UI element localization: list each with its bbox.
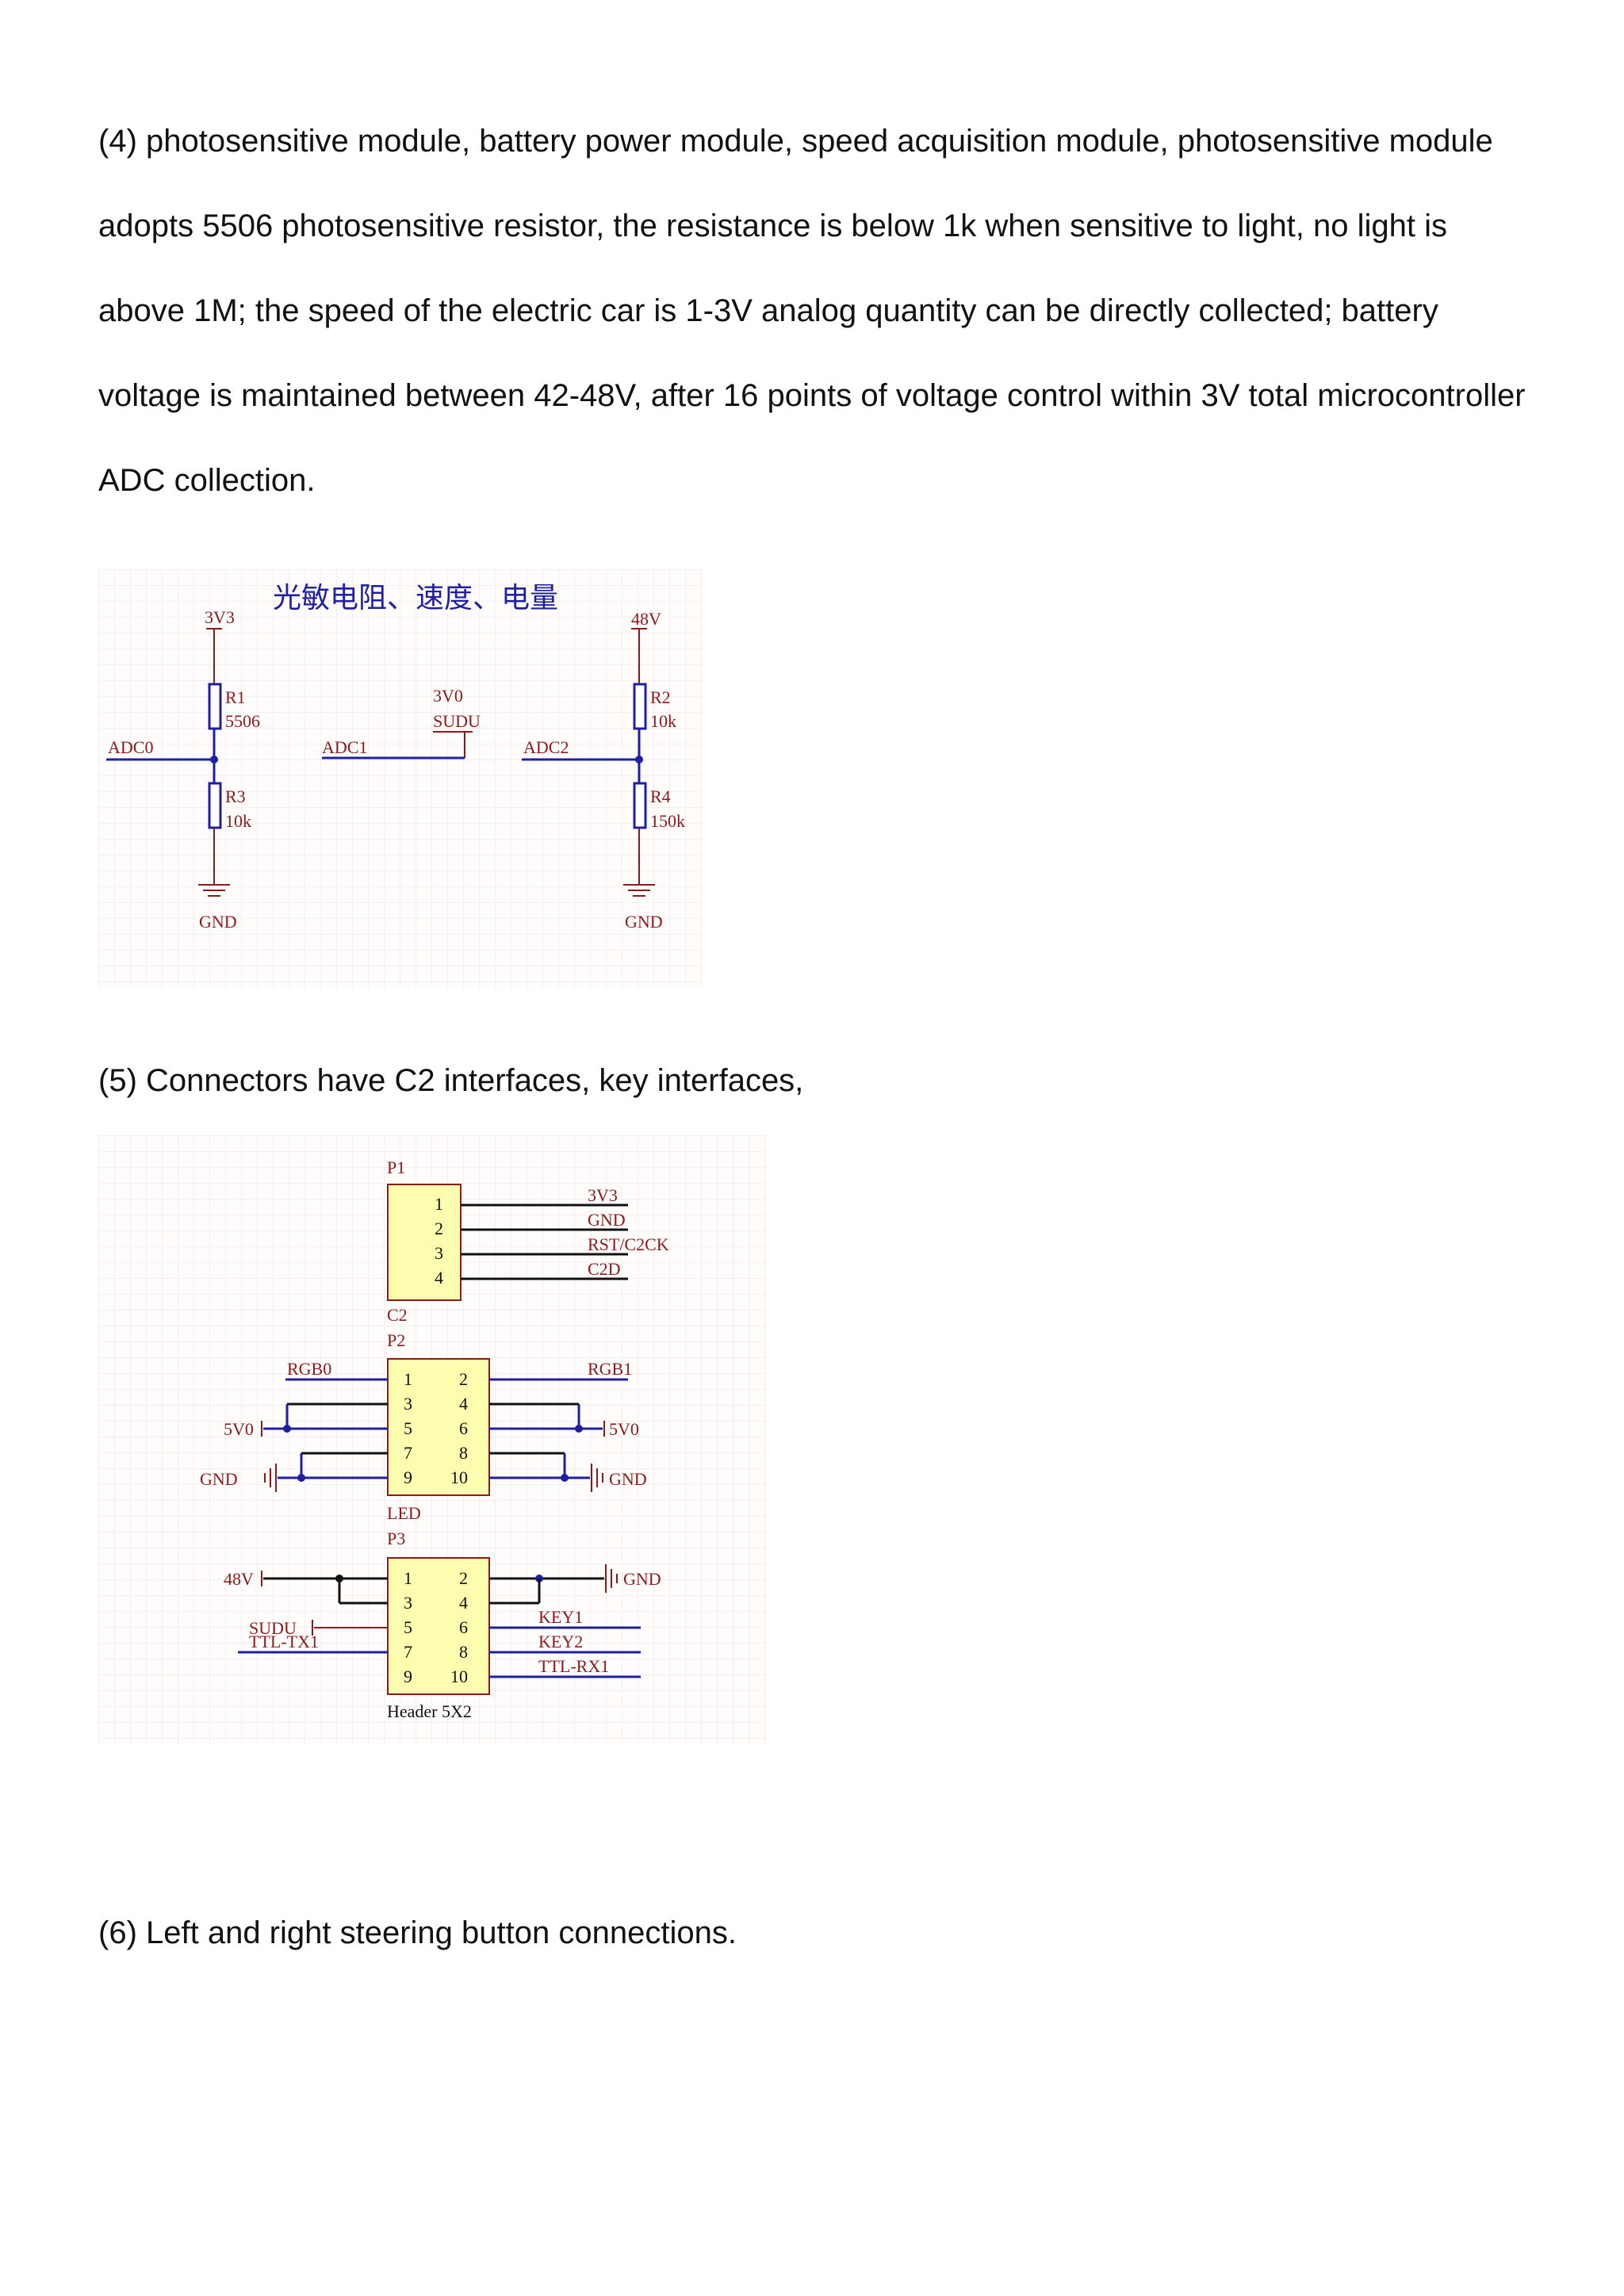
schematic-connectors: P1 1 2 3 4 3V3 GND RST/C2CK C2D C2 P2 1 … (98, 1135, 766, 1744)
p2-pin-10: 10 (450, 1468, 468, 1487)
p1-pin-3: 3 (435, 1243, 443, 1263)
p3-body (387, 1557, 490, 1695)
net-sudu-label: SUDU (433, 711, 481, 731)
junction-adc0 (210, 756, 218, 763)
paragraph-4: (4) photosensitive module, battery power… (98, 124, 1526, 498)
p2-pin-3: 3 (404, 1394, 412, 1414)
p2-net-5v0-left: 5V0 (224, 1419, 254, 1439)
net-adc0-label: ADC0 (108, 737, 153, 757)
p2-pin-9: 9 (404, 1468, 412, 1487)
p1-pin-4: 4 (435, 1268, 443, 1288)
p3-pin-1: 1 (404, 1568, 412, 1588)
p3-pin-10: 10 (450, 1667, 468, 1686)
p3-pin-2: 2 (459, 1568, 468, 1588)
p3-net-sudu: SUDU (249, 1618, 297, 1638)
p2-pin-1: 1 (404, 1369, 412, 1389)
p2-pin-5: 5 (404, 1418, 412, 1438)
resistor-r3 (208, 782, 222, 829)
r1-ref: R1 (225, 687, 246, 707)
p2-net-gnd-left: GND (200, 1469, 238, 1489)
p1-ref: P1 (387, 1158, 405, 1177)
p1-body (387, 1184, 462, 1301)
p3-pin-7: 7 (404, 1642, 412, 1662)
r3-value: 10k (225, 811, 251, 831)
p1-net-gnd: GND (588, 1210, 626, 1230)
p3-pin-5: 5 (404, 1617, 412, 1637)
p3-net-key1: KEY1 (538, 1607, 583, 1627)
gnd-right-label: GND (625, 912, 663, 932)
p2-net-rgb0: RGB0 (287, 1359, 331, 1379)
p2-junction-5v0-right (575, 1425, 583, 1433)
p3-ref: P3 (387, 1529, 405, 1548)
r4-ref: R4 (650, 786, 671, 806)
schematic-1-grid (98, 569, 703, 988)
p2-pin-4: 4 (459, 1394, 468, 1414)
p1-net-c2d: C2D (588, 1259, 621, 1279)
p3-name: Header 5X2 (387, 1701, 472, 1721)
net-3v0-label: 3V0 (433, 686, 463, 706)
schematic-1-svg: 光敏电阻、速度、电量 3V3 R1 5506 ADC0 R3 10k GND 3… (98, 569, 703, 988)
junction-adc2 (635, 756, 643, 763)
resistor-r1 (208, 683, 222, 730)
r2-ref: R2 (650, 687, 671, 707)
paragraph-5: (5) Connectors have C2 interfaces, key i… (98, 1063, 804, 1098)
p1-net-rst-c2ck: RST/C2CK (588, 1234, 669, 1254)
r2-value: 10k (650, 711, 676, 731)
p3-pin-9: 9 (404, 1667, 412, 1686)
p2-junction-gnd-left (297, 1474, 305, 1482)
p3-pin-4: 4 (459, 1593, 468, 1613)
p1-pin-1: 1 (435, 1194, 443, 1214)
net-adc2-label: ADC2 (523, 737, 569, 757)
resistor-r4 (633, 782, 647, 829)
p3-net-gnd: GND (623, 1569, 661, 1589)
p2-name: LED (387, 1503, 421, 1523)
p2-pin-8: 8 (459, 1443, 468, 1463)
r1-value: 5506 (225, 711, 260, 731)
p3-net-ttl-rx1: TTL-RX1 (538, 1656, 609, 1676)
p2-net-5v0-right: 5V0 (609, 1419, 639, 1439)
p3-pin-3: 3 (404, 1593, 412, 1613)
p2-body (387, 1358, 490, 1496)
net-3v3-label: 3V3 (205, 607, 235, 627)
p2-net-gnd-right: GND (609, 1469, 647, 1489)
p1-net-3v3: 3V3 (588, 1185, 618, 1205)
schematic-1-title: 光敏电阻、速度、电量 (273, 582, 558, 614)
p3-net-48v: 48V (224, 1569, 254, 1589)
schematic-sensor-modules: 光敏电阻、速度、电量 3V3 R1 5506 ADC0 R3 10k GND 3… (98, 569, 703, 988)
p2-net-rgb1: RGB1 (588, 1359, 632, 1379)
net-48v-label: 48V (631, 609, 661, 629)
net-adc1-label: ADC1 (322, 737, 367, 757)
p3-net-key2: KEY2 (538, 1632, 583, 1651)
p2-junction-gnd-right (561, 1474, 569, 1482)
paragraph-6: (6) Left and right steering button conne… (98, 1915, 737, 1950)
p3-pin-8: 8 (459, 1642, 468, 1662)
p1-pin-2: 2 (435, 1219, 443, 1238)
p2-ref: P2 (387, 1330, 405, 1350)
resistor-r2 (633, 683, 647, 730)
p1-name: C2 (387, 1305, 408, 1325)
gnd-left-label: GND (199, 912, 237, 932)
p3-pin-6: 6 (459, 1617, 468, 1637)
r3-ref: R3 (225, 786, 246, 806)
p2-pin-6: 6 (459, 1418, 468, 1438)
schematic-2-svg: P1 1 2 3 4 3V3 GND RST/C2CK C2D C2 P2 1 … (98, 1135, 766, 1744)
p2-pin-7: 7 (404, 1443, 412, 1463)
p2-junction-5v0-left (283, 1425, 291, 1433)
p2-pin-2: 2 (459, 1369, 468, 1389)
p3-net-ttl-tx1: TTL-TX1 (249, 1632, 319, 1651)
r4-value: 150k (650, 811, 685, 831)
